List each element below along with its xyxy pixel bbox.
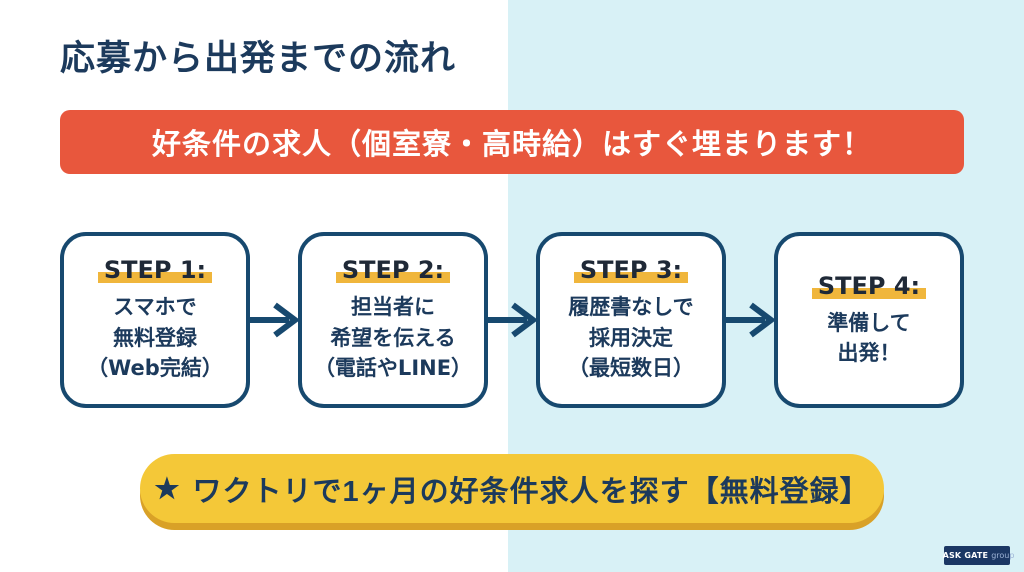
step-line: スマホで bbox=[113, 295, 197, 320]
step-box-1: STEP 1: スマホで 無料登録 （Web完結） bbox=[60, 232, 250, 408]
cta-label: ワクトリで1ヶ月の好条件求人を探す【無料登録】 bbox=[192, 475, 870, 508]
warning-banner: 好条件の求人（個室寮・高時給）はすぐ埋まります！ bbox=[60, 110, 964, 174]
warning-banner-text: 好条件の求人（個室寮・高時給）はすぐ埋まります！ bbox=[151, 127, 872, 161]
steps-flow: STEP 1: スマホで 無料登録 （Web完結） STEP 2: 担当者に 希… bbox=[60, 232, 964, 408]
page-title: 応募から出発までの流れ bbox=[60, 39, 457, 79]
step-1-description: スマホで 無料登録 （Web完結） bbox=[87, 292, 223, 383]
logo-suffix-text: group bbox=[991, 551, 1015, 560]
arrow-right-icon bbox=[723, 302, 776, 338]
step-line: 採用決定 bbox=[589, 325, 673, 350]
step-4-label: STEP 4: bbox=[811, 271, 927, 300]
step-line: 無料登録 bbox=[112, 325, 197, 350]
step-line: 準備して bbox=[827, 310, 911, 335]
arrow-right-icon bbox=[485, 302, 538, 338]
logo-brand-text: ASK GATE bbox=[942, 551, 989, 560]
step-line: （Web完結） bbox=[87, 356, 223, 381]
star-icon: ★ bbox=[154, 472, 181, 504]
step-box-2: STEP 2: 担当者に 希望を伝える （電話やLINE） bbox=[298, 232, 488, 408]
step-1-label: STEP 1: bbox=[97, 256, 213, 285]
step-3-label: STEP 3: bbox=[573, 256, 689, 285]
step-line: （最短数日） bbox=[568, 356, 694, 381]
step-line: （電話やLINE） bbox=[313, 356, 473, 381]
arrow-right-icon bbox=[247, 302, 300, 338]
step-3-description: 履歴書なしで 採用決定 （最短数日） bbox=[568, 292, 694, 383]
step-4-description: 準備して 出発！ bbox=[827, 308, 910, 369]
step-line: 履歴書なしで bbox=[568, 295, 694, 320]
free-registration-cta-button[interactable]: ★ ワクトリで1ヶ月の好条件求人を探す【無料登録】 bbox=[140, 454, 884, 523]
ask-gate-group-logo: ASK GATE group bbox=[942, 546, 1014, 565]
step-line: 出発！ bbox=[837, 341, 901, 365]
step-box-3: STEP 3: 履歴書なしで 採用決定 （最短数日） bbox=[536, 232, 726, 408]
step-2-label: STEP 2: bbox=[335, 256, 451, 285]
step-2-description: 担当者に 希望を伝える （電話やLINE） bbox=[314, 292, 472, 383]
step-line: 担当者に bbox=[351, 295, 435, 320]
step-box-4: STEP 4: 準備して 出発！ bbox=[774, 232, 964, 408]
step-line: 希望を伝える bbox=[330, 325, 456, 350]
